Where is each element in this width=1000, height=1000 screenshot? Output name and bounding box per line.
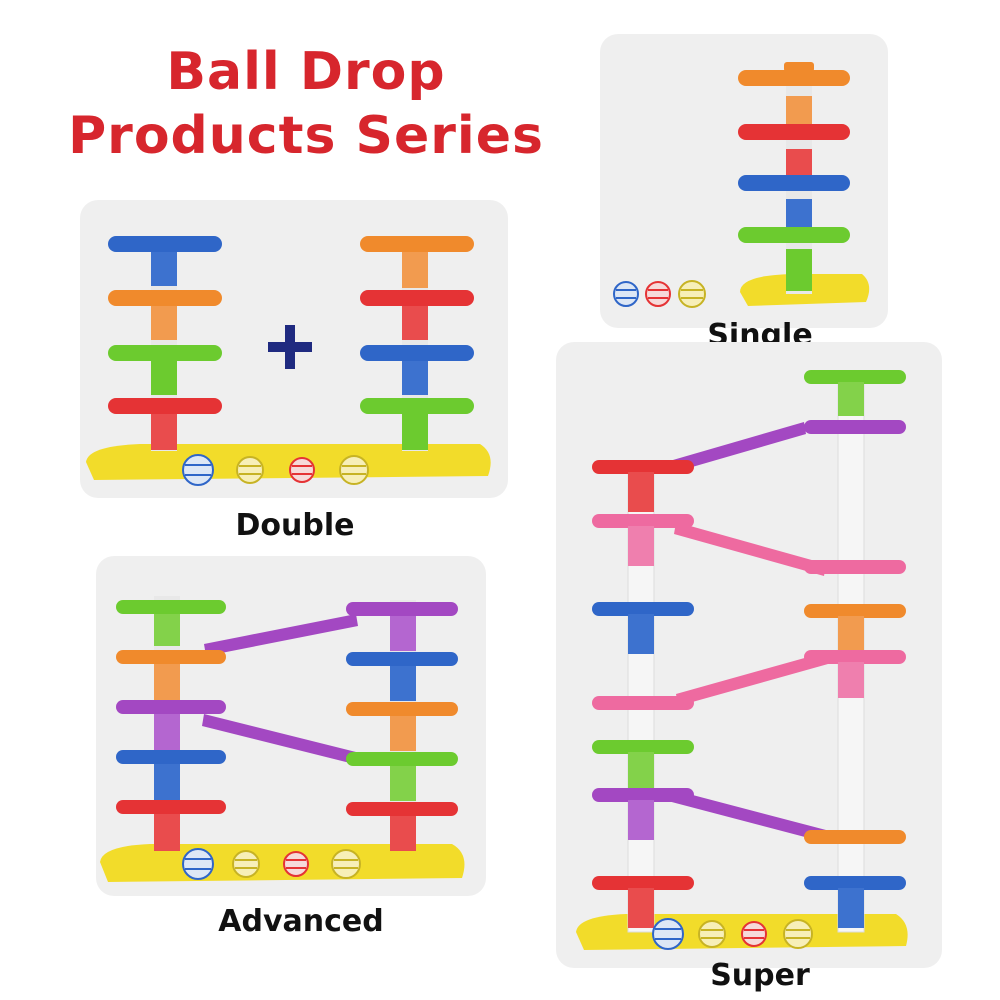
ball-icon [289,457,315,483]
ball-icon [331,849,361,879]
title-line-1: Ball Drop [166,42,446,102]
title-line-2: Products Series [68,106,544,166]
double-label: Double [235,508,355,543]
ball-icon [232,850,260,878]
ball-icon [613,281,639,307]
single-product-panel [600,34,888,328]
double-tower-illustration [86,236,491,486]
ball-icon [698,920,726,948]
page-title: Ball Drop Products Series [36,40,576,168]
ball-icon [741,921,767,947]
ball-icon [182,454,214,486]
plus-icon [268,325,312,369]
super-tower-illustration [576,370,908,950]
advanced-product-panel [96,556,486,896]
ball-icon [236,456,264,484]
super-label: Super [710,958,810,993]
super-product-panel [556,342,942,968]
ball-icon [678,280,706,308]
ball-icon [652,918,684,950]
ball-icon [645,281,671,307]
ball-icon [283,851,309,877]
advanced-label: Advanced [218,904,384,939]
ball-icon [339,455,369,485]
ball-icon [182,848,214,880]
advanced-tower-illustration [100,596,465,882]
ball-icon [783,919,813,949]
single-tower-illustration [613,62,870,308]
double-product-panel [80,200,508,498]
